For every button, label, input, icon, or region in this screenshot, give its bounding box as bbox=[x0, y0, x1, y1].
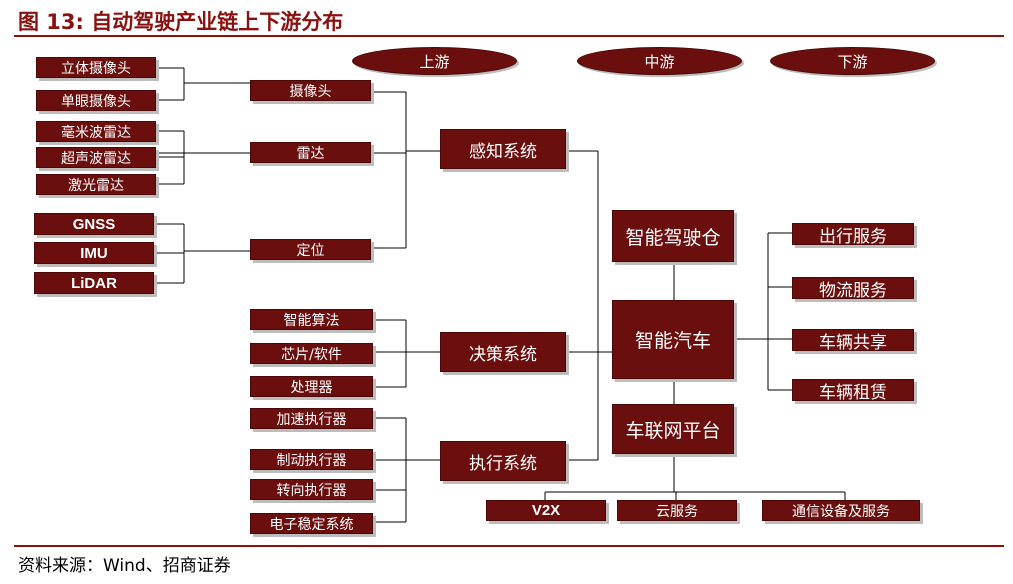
stage-midstream-label: 中游 bbox=[577, 47, 742, 75]
component-ultrasonic-radar: 超声波雷达 bbox=[36, 147, 156, 168]
downstream-logistics: 物流服务 bbox=[792, 277, 914, 301]
component-stereo-camera: 立体摄像头 bbox=[36, 57, 156, 78]
component-lidar-radar: 激光雷达 bbox=[36, 174, 156, 195]
subsystem-positioning: 定位 bbox=[250, 239, 371, 260]
footer-rule bbox=[14, 545, 1004, 547]
component-brake-actuator: 制动执行器 bbox=[250, 449, 373, 470]
service-telecom: 通信设备及服务 bbox=[762, 500, 920, 521]
service-cloud: 云服务 bbox=[617, 500, 737, 521]
stage-downstream-label: 下游 bbox=[770, 47, 935, 75]
system-decision: 决策系统 bbox=[440, 332, 566, 372]
component-gnss: GNSS bbox=[34, 213, 154, 235]
component-mmwave-radar: 毫米波雷达 bbox=[36, 121, 156, 142]
title-rule bbox=[14, 35, 1004, 37]
component-esc: 电子稳定系统 bbox=[250, 513, 373, 534]
figure-title: 图 13: 自动驾驶产业链上下游分布 bbox=[18, 10, 344, 34]
component-chip-software: 芯片/软件 bbox=[250, 343, 373, 364]
system-execution: 执行系统 bbox=[440, 441, 566, 481]
system-perception: 感知系统 bbox=[440, 129, 566, 169]
component-processor: 处理器 bbox=[250, 376, 373, 397]
component-steer-actuator: 转向执行器 bbox=[250, 479, 373, 500]
source-note: 资料来源：Wind、招商证券 bbox=[18, 556, 231, 576]
downstream-car-sharing: 车辆共享 bbox=[792, 329, 914, 353]
component-accel-actuator: 加速执行器 bbox=[250, 408, 373, 429]
downstream-mobility: 出行服务 bbox=[792, 223, 914, 247]
stage-upstream-label: 上游 bbox=[352, 47, 517, 75]
subsystem-radar: 雷达 bbox=[250, 142, 371, 163]
core-iov-platform: 车联网平台 bbox=[612, 404, 734, 454]
service-v2x: V2X bbox=[486, 500, 606, 521]
core-cockpit: 智能驾驶仓 bbox=[612, 210, 734, 262]
component-imu: IMU bbox=[34, 242, 154, 264]
component-lidar: LiDAR bbox=[34, 272, 154, 294]
component-algorithm: 智能算法 bbox=[250, 309, 373, 330]
downstream-car-rental: 车辆租赁 bbox=[792, 379, 914, 403]
core-smart-car: 智能汽车 bbox=[612, 300, 734, 379]
component-mono-camera: 单眼摄像头 bbox=[36, 90, 156, 111]
subsystem-camera: 摄像头 bbox=[250, 80, 371, 101]
